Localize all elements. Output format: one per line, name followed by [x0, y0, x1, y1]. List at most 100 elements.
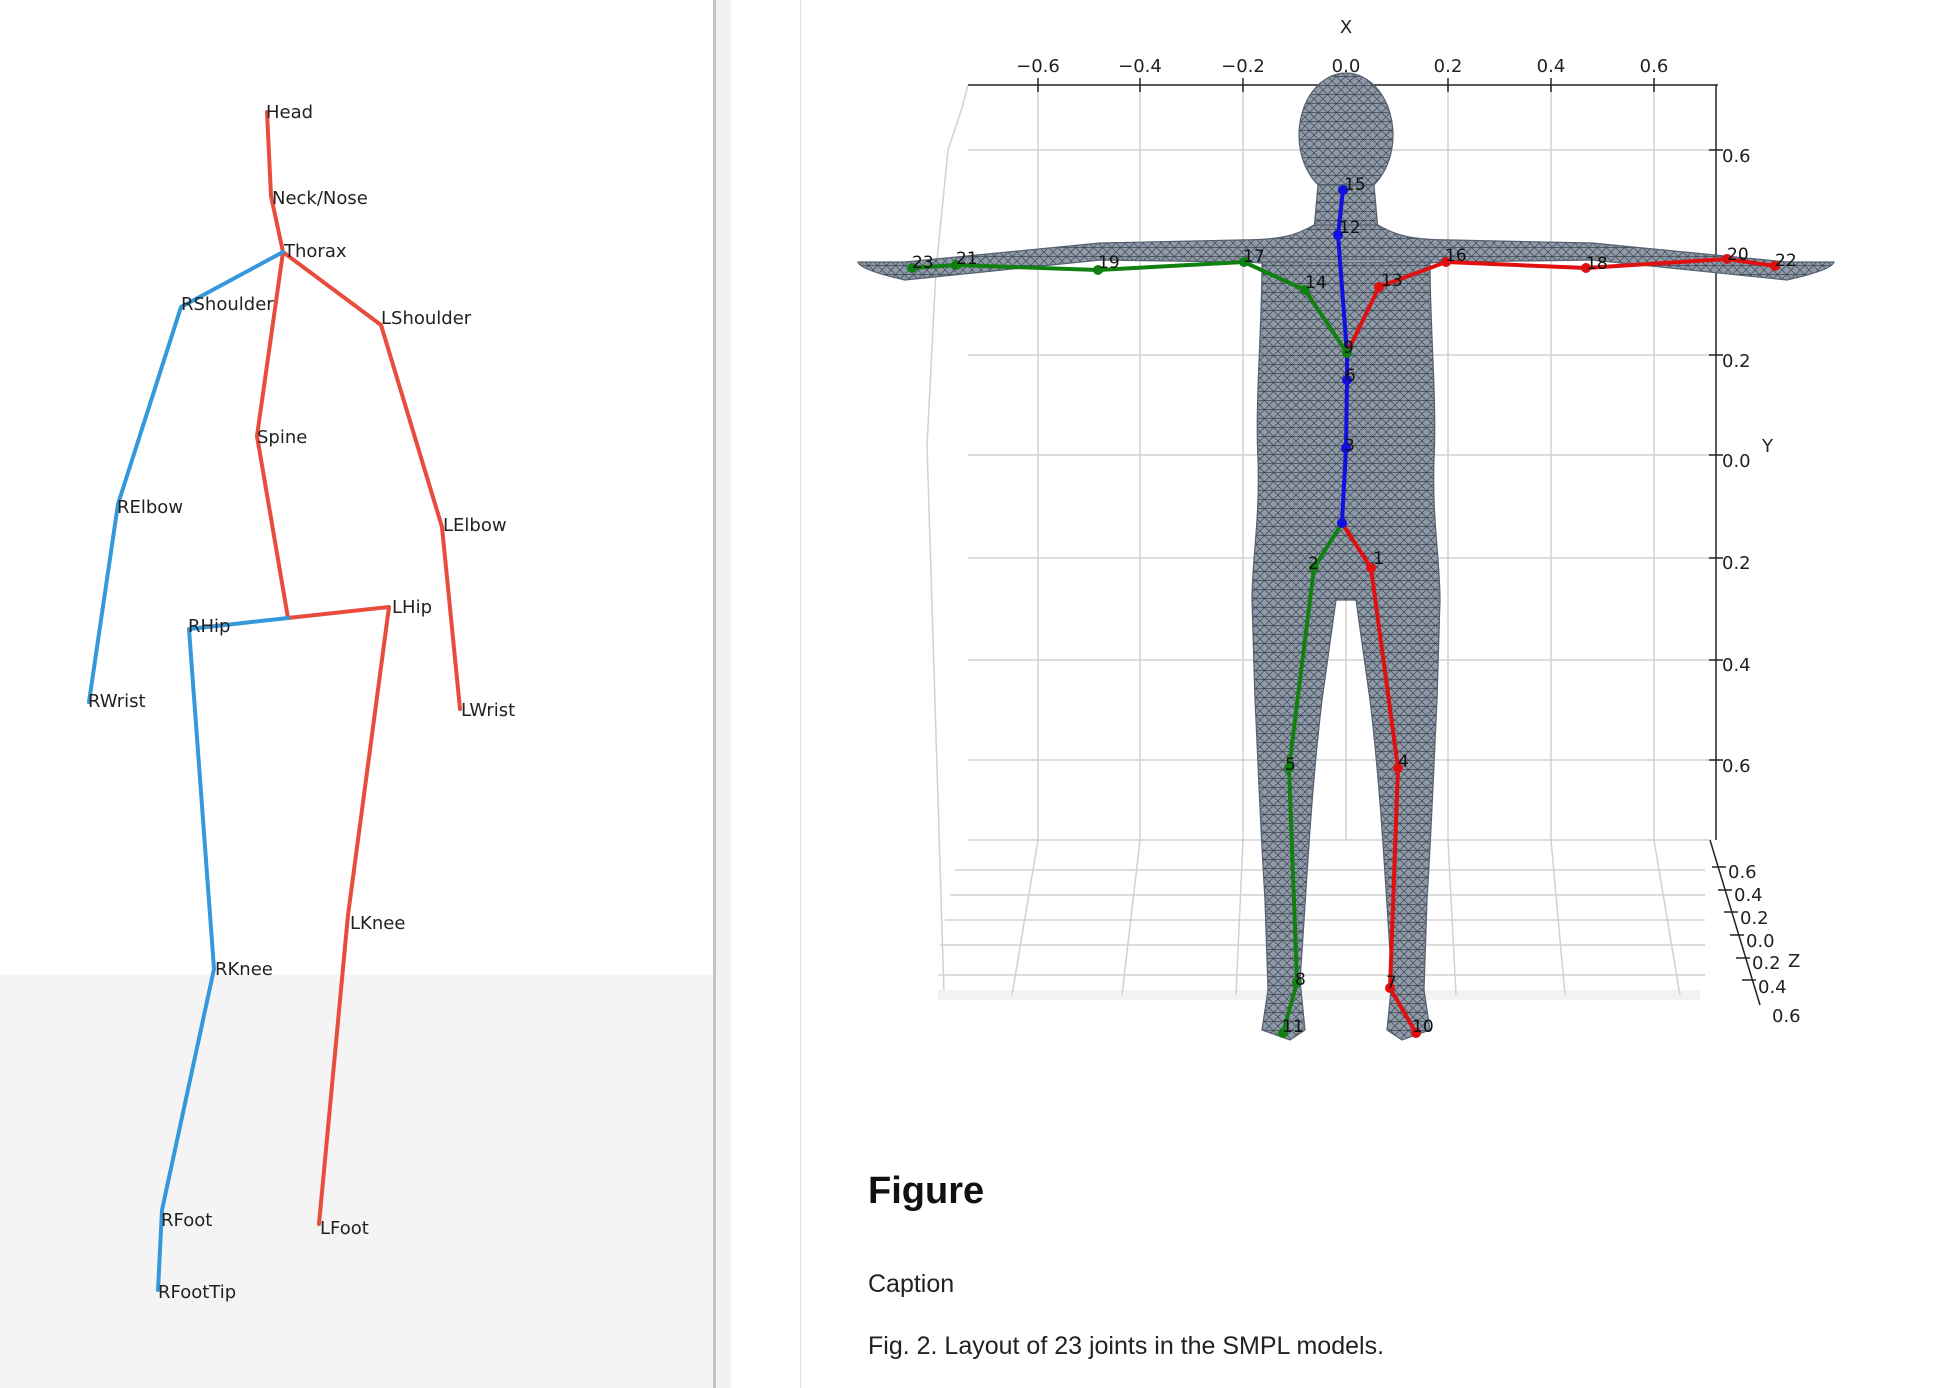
x-axis-label: X: [1340, 17, 1352, 38]
y-tick: 0.4: [1722, 655, 1751, 676]
joint-label-10: 10: [1412, 1017, 1434, 1037]
joint-label-spine: Spine: [257, 427, 307, 448]
chain-right-arm: [911, 260, 1349, 355]
joint-label-relbow: RElbow: [117, 497, 183, 518]
bone-thorax-spine-hip: [255, 250, 290, 620]
x-tick: 0.2: [1434, 56, 1463, 77]
joint-number-labels: 1 2 3 4 5 6 7 8 9 10 11 12 13 14 15 16 1…: [912, 175, 1797, 1037]
bone-right-leg: [156, 616, 290, 1292]
y-axis-ticks: 0.6 0.2 0.0 Y 0.2 0.4 0.6: [1722, 146, 1774, 777]
z-axis: [1709, 839, 1761, 1006]
joint-label-9: 9: [1343, 338, 1354, 358]
figure-left-margin-rule: [800, 0, 801, 1388]
joint-marker-2: [1309, 563, 1319, 573]
skeleton-2d-panel: Head Neck/Nose Thorax RShoulder LShoulde…: [0, 0, 713, 1388]
joint-label-4: 4: [1398, 752, 1409, 772]
y-tick: 0.2: [1722, 553, 1751, 574]
joint-marker-1: [1366, 563, 1376, 573]
bone-left-leg: [286, 605, 391, 1226]
joint-label-lshoulder: LShoulder: [381, 308, 472, 329]
joint-label-19: 19: [1098, 253, 1120, 273]
chain-left-arm: [1345, 257, 1776, 354]
joint-label-11: 11: [1282, 1017, 1304, 1037]
joint-marker-0: [1337, 518, 1347, 528]
joint-label-15: 15: [1344, 175, 1366, 195]
joint-label-22: 22: [1775, 251, 1797, 271]
x-tick: −0.2: [1221, 56, 1265, 77]
joint-label-12: 12: [1339, 218, 1361, 238]
joint-marker-8: [1292, 977, 1302, 987]
joint-label-lknee: LKnee: [350, 913, 405, 934]
y-tick: 0.6: [1722, 756, 1751, 777]
joint-label-lfoot: LFoot: [320, 1218, 369, 1239]
joint-marker-7: [1385, 983, 1395, 993]
joint-label-thorax: Thorax: [283, 241, 347, 262]
z-tick: 0.4: [1734, 885, 1763, 906]
y-tick: 0.0: [1722, 451, 1751, 472]
joint-label-1: 1: [1373, 549, 1384, 569]
joint-marker-17: [1239, 257, 1249, 267]
z-tick: 0.6: [1728, 862, 1757, 883]
z-tick: 0.4: [1758, 977, 1787, 998]
joint-marker-12: [1333, 230, 1343, 240]
joint-label-21: 21: [956, 249, 978, 269]
joint-marker-19: [1093, 265, 1103, 275]
x-tick: 0.0: [1332, 56, 1361, 77]
joint-marker-4: [1393, 763, 1403, 773]
bone-right-arm: [87, 250, 285, 704]
joint-label-2: 2: [1308, 554, 1319, 574]
joint-marker-5: [1284, 763, 1294, 773]
joint-label-lelbow: LElbow: [443, 515, 507, 536]
z-tick: 0.6: [1772, 1006, 1801, 1027]
joint-marker-21: [951, 260, 961, 270]
joint-marker-20: [1722, 254, 1732, 264]
bone-left-arm: [281, 250, 462, 711]
joint-label-14: 14: [1305, 273, 1327, 293]
figure-caption-label: Caption: [868, 1270, 955, 1298]
y-tick: 0.2: [1722, 351, 1751, 372]
skeleton-panel-lower-area: [0, 975, 713, 1388]
smpl-3d-plot: X −0.6 −0.4 −0.2 0.0 0.2 0.4 0.6 0.6 0.2…: [857, 17, 1835, 1041]
joint-marker-22: [1770, 261, 1780, 271]
y-axis: [1709, 85, 1723, 840]
joint-marker-13: [1374, 282, 1384, 292]
joint-label-rwrist: RWrist: [88, 691, 146, 712]
joint-label-20: 20: [1727, 245, 1749, 265]
chain-spine: [1336, 189, 1349, 524]
joint-label-lwrist: LWrist: [461, 700, 515, 721]
y-tick: 0.6: [1722, 146, 1751, 167]
joint-label-8: 8: [1295, 970, 1306, 990]
pane-splitter-handle[interactable]: [713, 0, 731, 1388]
joint-label-18: 18: [1586, 254, 1608, 274]
x-axis-ticks: X −0.6 −0.4 −0.2 0.0 0.2 0.4 0.6: [1016, 17, 1668, 77]
joint-label-rknee: RKnee: [215, 959, 273, 980]
x-tick: 0.6: [1640, 56, 1669, 77]
joint-marker-18: [1581, 263, 1591, 273]
joint-marker-3: [1341, 443, 1351, 453]
joint-marker-9: [1342, 348, 1352, 358]
joint-marker-15: [1338, 185, 1348, 195]
joint-label-6: 6: [1345, 366, 1356, 386]
joint-marker-23: [907, 263, 917, 273]
joint-label-16: 16: [1445, 246, 1467, 266]
plot-grid: [926, 84, 1715, 1000]
joint-label-17: 17: [1243, 247, 1265, 267]
x-tick: −0.4: [1118, 56, 1162, 77]
z-tick: 0.2: [1752, 953, 1781, 974]
joint-label-neck: Neck/Nose: [272, 188, 368, 209]
joint-chains: [911, 189, 1776, 1035]
joint-label-3: 3: [1344, 436, 1355, 456]
z-tick: 0.0: [1746, 931, 1775, 952]
bone-head-neck: [265, 110, 285, 254]
z-axis-label: Z: [1788, 951, 1800, 972]
joint-label-lhip: LHip: [392, 597, 432, 618]
z-axis-ticks: 0.6 0.4 0.2 0.0 Z 0.2 0.4 0.6: [1728, 862, 1801, 1027]
joint-label-head: Head: [266, 102, 313, 123]
joint-marker-6: [1342, 375, 1352, 385]
joint-label-rhip: RHip: [188, 616, 230, 637]
z-tick: 0.2: [1740, 908, 1769, 929]
joint-marker-14: [1300, 285, 1310, 295]
y-axis-label: Y: [1761, 436, 1774, 457]
joint-marker-10: [1411, 1028, 1421, 1038]
figure-caption-text: Fig. 2. Layout of 23 joints in the SMPL …: [868, 1332, 1385, 1360]
